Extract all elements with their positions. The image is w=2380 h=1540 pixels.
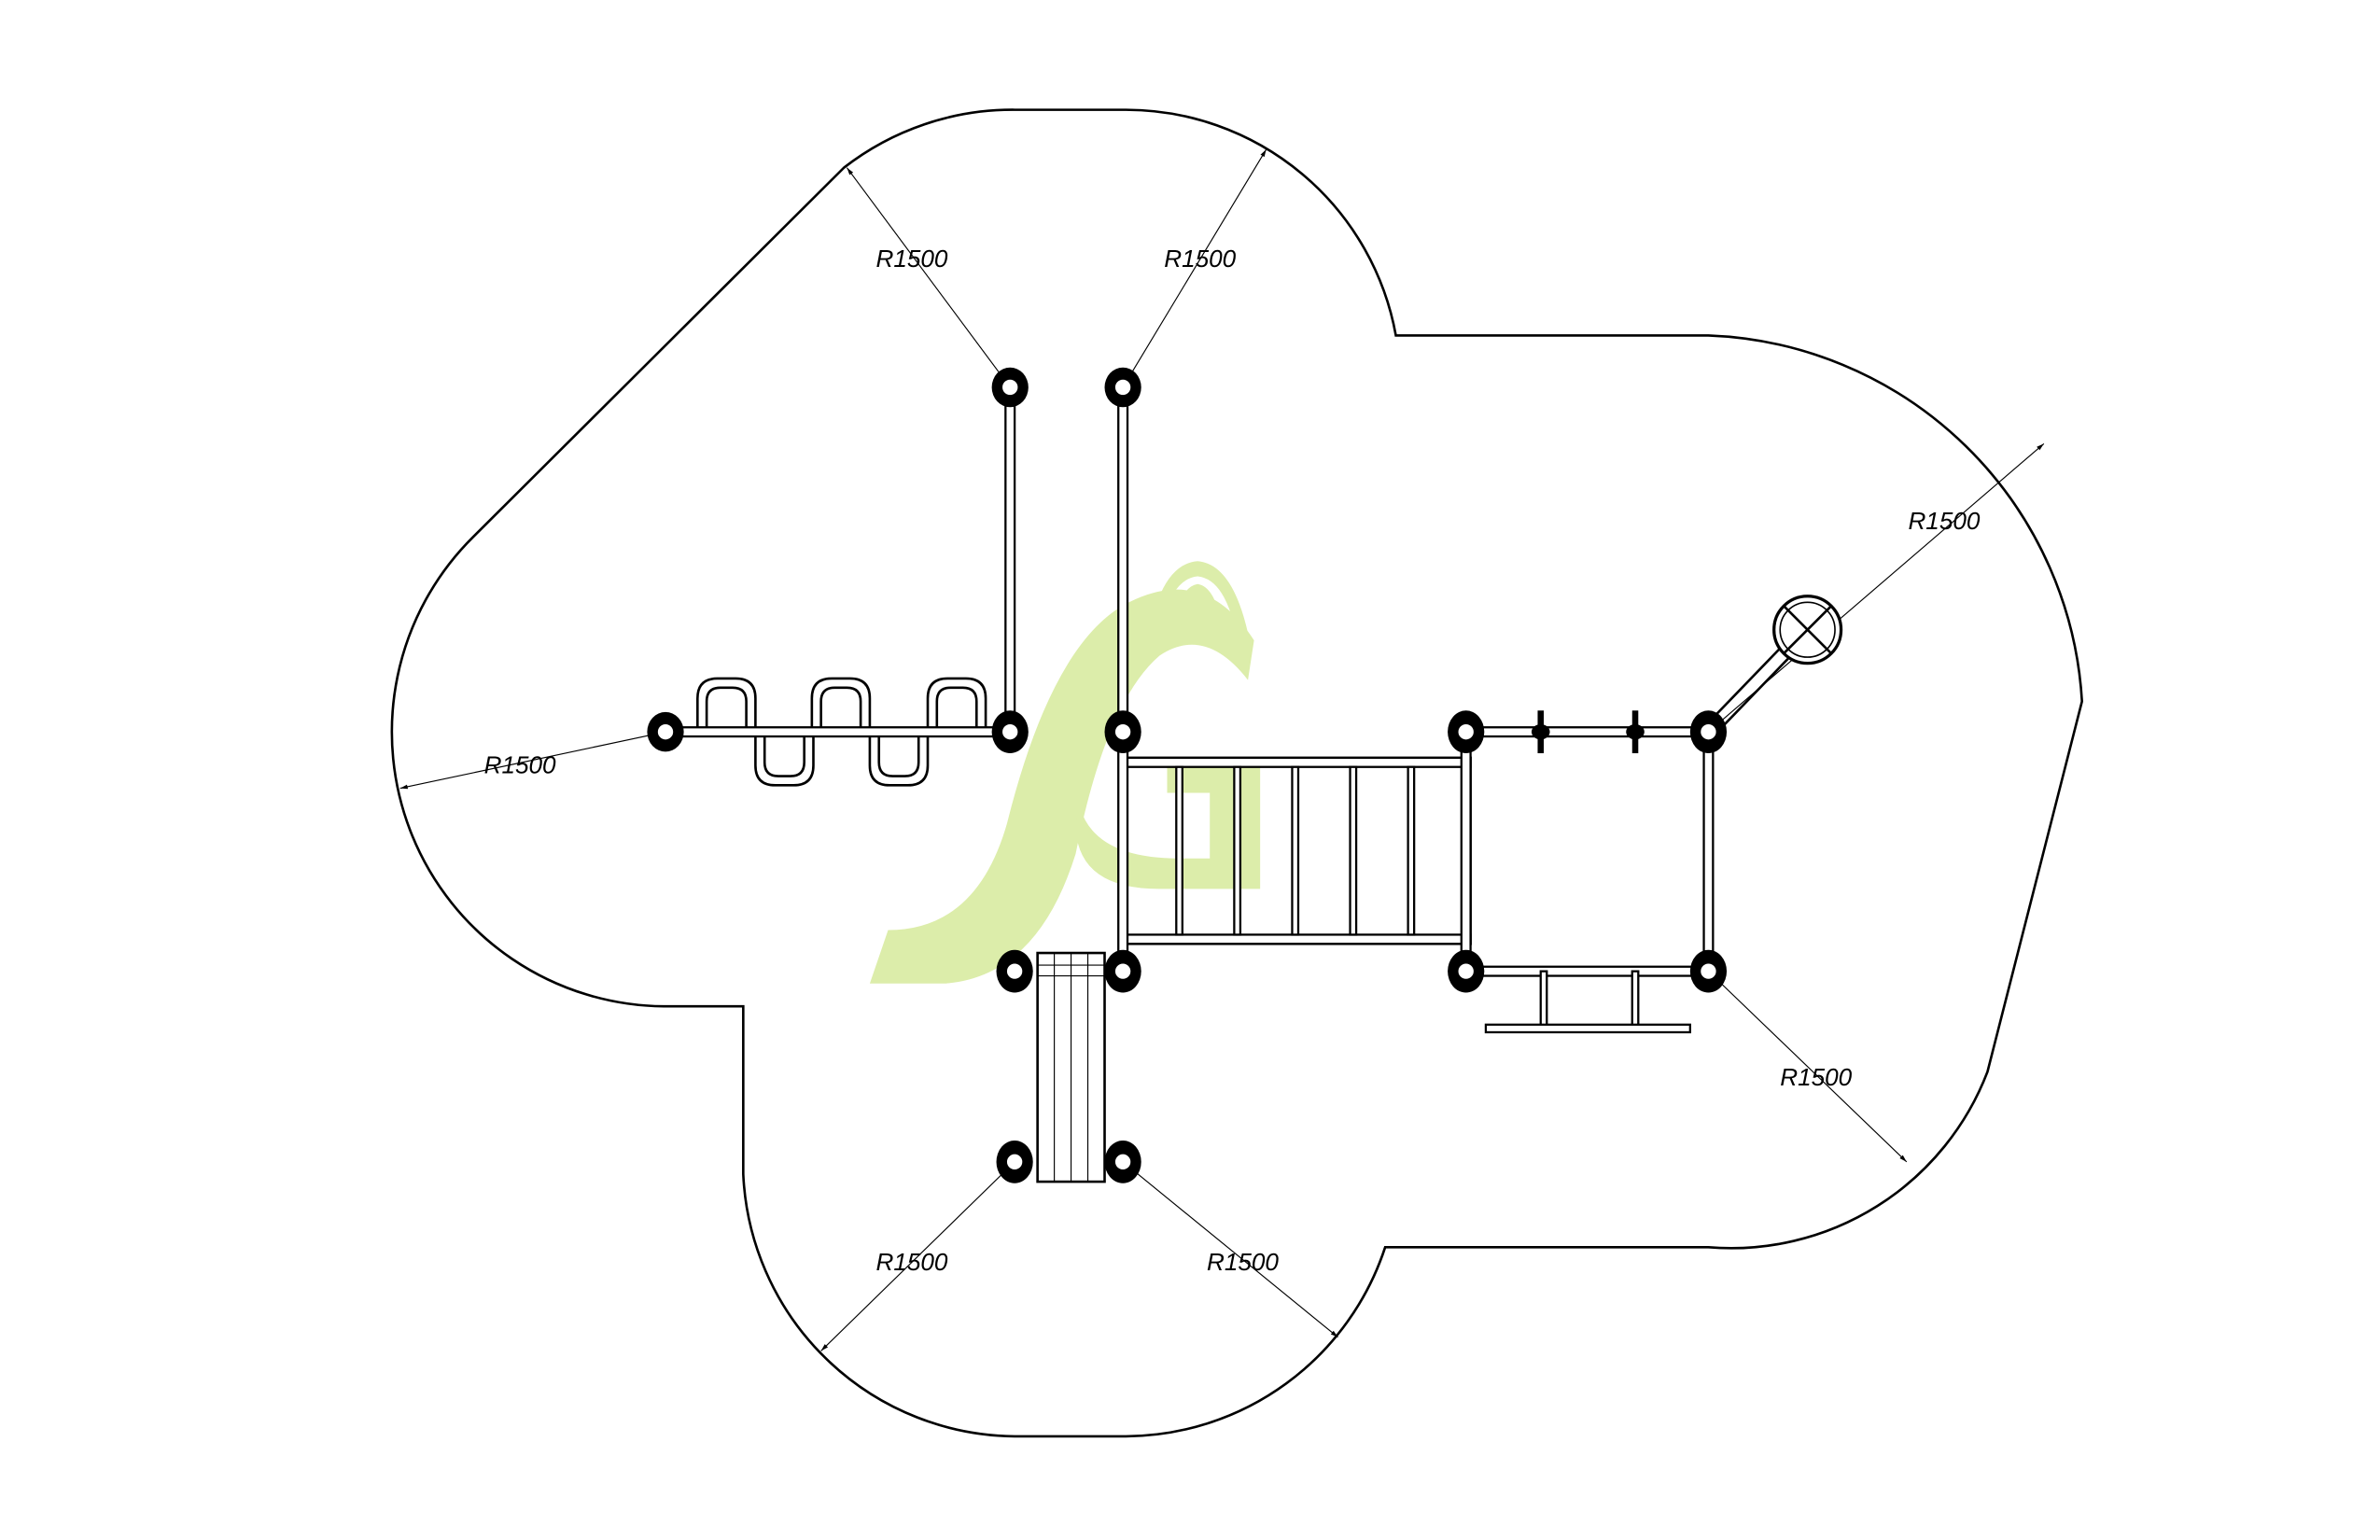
wave-loops xyxy=(696,677,987,787)
posts xyxy=(647,367,1728,1183)
post xyxy=(996,949,1033,993)
steering-wheel xyxy=(1702,595,1843,737)
dimension-label: R1500 xyxy=(1780,1063,1852,1091)
post xyxy=(1104,1140,1141,1183)
post xyxy=(991,710,1029,754)
post xyxy=(1689,710,1728,754)
post xyxy=(1448,710,1485,754)
watermark-logo xyxy=(869,561,1261,984)
post xyxy=(1689,949,1728,993)
post xyxy=(1104,367,1141,408)
dimension-label: R1500 xyxy=(875,245,947,273)
post xyxy=(647,711,684,752)
bench xyxy=(1036,951,1106,1183)
dimension-label: R1500 xyxy=(1164,245,1236,273)
post xyxy=(996,1140,1033,1183)
step-bar xyxy=(1484,970,1691,1034)
post xyxy=(1448,949,1485,993)
dimension-label: R1500 xyxy=(1207,1248,1279,1276)
handle-knobs xyxy=(1531,710,1645,754)
site-boundary xyxy=(390,108,2084,1438)
dimension-labels: R1500 R1500 R1500 R1500 R1500 R1500 R150… xyxy=(484,245,1981,1276)
dimension-leaders xyxy=(399,148,2045,1351)
post xyxy=(991,367,1029,408)
dimension-label: R1500 xyxy=(484,750,556,778)
post xyxy=(1104,710,1141,754)
post xyxy=(1104,949,1141,993)
dimension-label: R1500 xyxy=(1908,507,1980,535)
ladder-panel xyxy=(1117,731,1472,973)
dimension-label: R1500 xyxy=(875,1248,947,1276)
